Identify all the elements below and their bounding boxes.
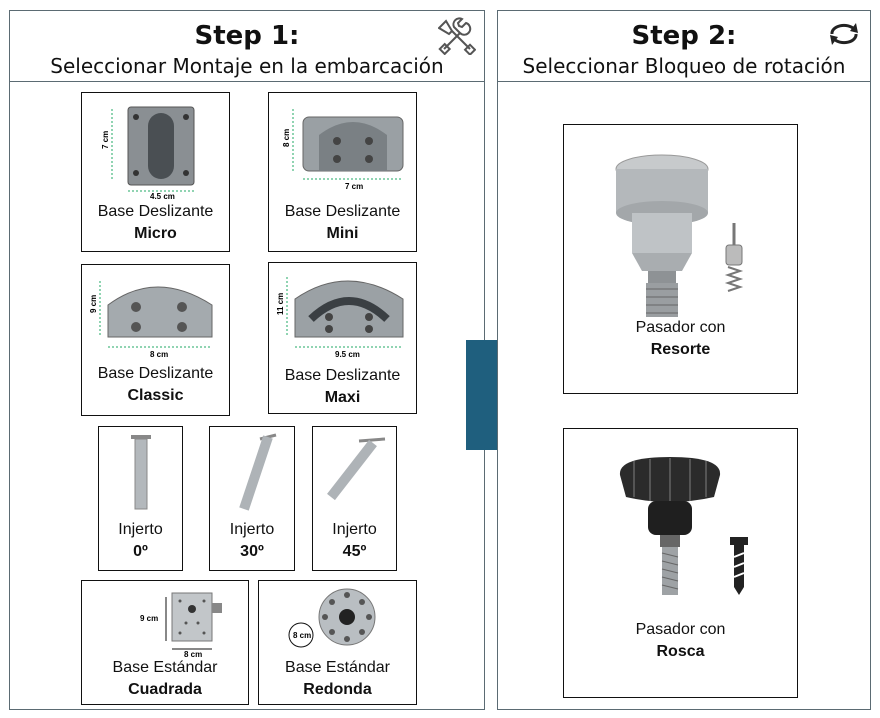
card-label-bold: Rosca [656,643,705,660]
card-label-bold: 30º [240,543,264,560]
card-label-bold: Mini [326,225,359,242]
card-injerto-0[interactable]: Injerto 0º [98,426,183,571]
svg-text:8 cm: 8 cm [184,650,202,657]
svg-text:9 cm: 9 cm [89,295,98,313]
card-label-bold: Cuadrada [128,681,202,698]
card-injerto-30[interactable]: Injerto 30º [209,426,295,571]
card-label-bold: Resorte [650,341,711,358]
card-label: Injerto [332,521,377,538]
dim-label: 7 cm [101,131,110,149]
tools-icon [438,17,476,55]
svg-text:4.5 cm: 4.5 cm [150,192,175,199]
svg-text:11 cm: 11 cm [276,293,285,315]
card-label-bold: Redonda [303,681,372,698]
card-label-bold: 45º [342,543,367,560]
card-base-micro[interactable]: 7 cm 4.5 cm Base Deslizante Micro [81,92,230,252]
card-base-maxi[interactable]: 11 cm 9.5 cm Base Deslizante Maxi [268,262,417,414]
card-label: Base Deslizante [284,367,401,384]
pasador-rosca-image [619,457,748,595]
injerto-0-image [131,435,151,510]
step2-subtitle: Seleccionar Bloqueo de rotación [522,54,846,78]
base-micro-image: 7 cm 4.5 cm [101,106,195,199]
base-classic-image: 9 cm 8 cm [89,281,213,359]
step1-subtitle: Seleccionar Montaje en la embarcación [50,54,444,78]
card-base-classic[interactable]: 9 cm 8 cm Base Deslizante Classic [81,264,230,416]
step1-title: Step 1: [194,21,300,51]
svg-text:9.5 cm: 9.5 cm [335,350,360,359]
card-label: Base Estándar [285,659,390,676]
card-label: Injerto [118,521,163,538]
base-mini-image: 8 cm 7 cm [282,109,404,191]
pasador-resorte-image [615,154,744,317]
card-pasador-resorte[interactable]: Pasador con Resorte [563,124,798,394]
step2-header: Step 2: Seleccionar Bloqueo de rotación [498,11,870,82]
svg-text:8 cm: 8 cm [293,631,311,640]
screw-icon [730,537,748,595]
step2-title: Step 2: [631,21,737,51]
card-label: Pasador con [635,621,726,638]
card-base-mini[interactable]: 8 cm 7 cm Base Deslizante Mini [268,92,417,252]
injerto-30-image [239,433,277,511]
svg-text:8 cm: 8 cm [282,129,291,147]
card-base-cuadrada[interactable]: 9 cm 8 cm Base Estándar Cuadrada [81,580,249,705]
card-base-redonda[interactable]: 8 cm Base Estándar Redonda [258,580,417,705]
svg-text:9 cm: 9 cm [140,614,158,623]
svg-text:8 cm: 8 cm [150,350,168,359]
card-label-bold: Maxi [324,389,361,406]
base-redonda-image: 8 cm [288,588,376,648]
card-label: Pasador con [635,319,726,336]
spring-icon [724,223,744,292]
card-label: Injerto [229,521,275,538]
base-cuadrada-image: 9 cm 8 cm [140,592,222,657]
card-label-bold: Classic [127,387,184,404]
card-label: Base Deslizante [284,203,401,220]
card-pasador-rosca[interactable]: Pasador con Rosca [563,428,798,698]
card-label-bold: Micro [134,225,177,242]
card-label: Base Estándar [112,659,218,676]
card-label: Base Deslizante [97,203,214,220]
step1-header: Step 1: Seleccionar Montaje en la embarc… [10,11,484,82]
injerto-45-image [327,437,386,501]
rotate-icon [830,23,858,45]
card-label-bold: 0º [133,543,148,560]
card-label: Base Deslizante [97,365,214,382]
card-injerto-45[interactable]: Injerto 45º [312,426,397,571]
base-maxi-image: 11 cm 9.5 cm [276,277,404,359]
svg-text:7 cm: 7 cm [345,182,363,191]
